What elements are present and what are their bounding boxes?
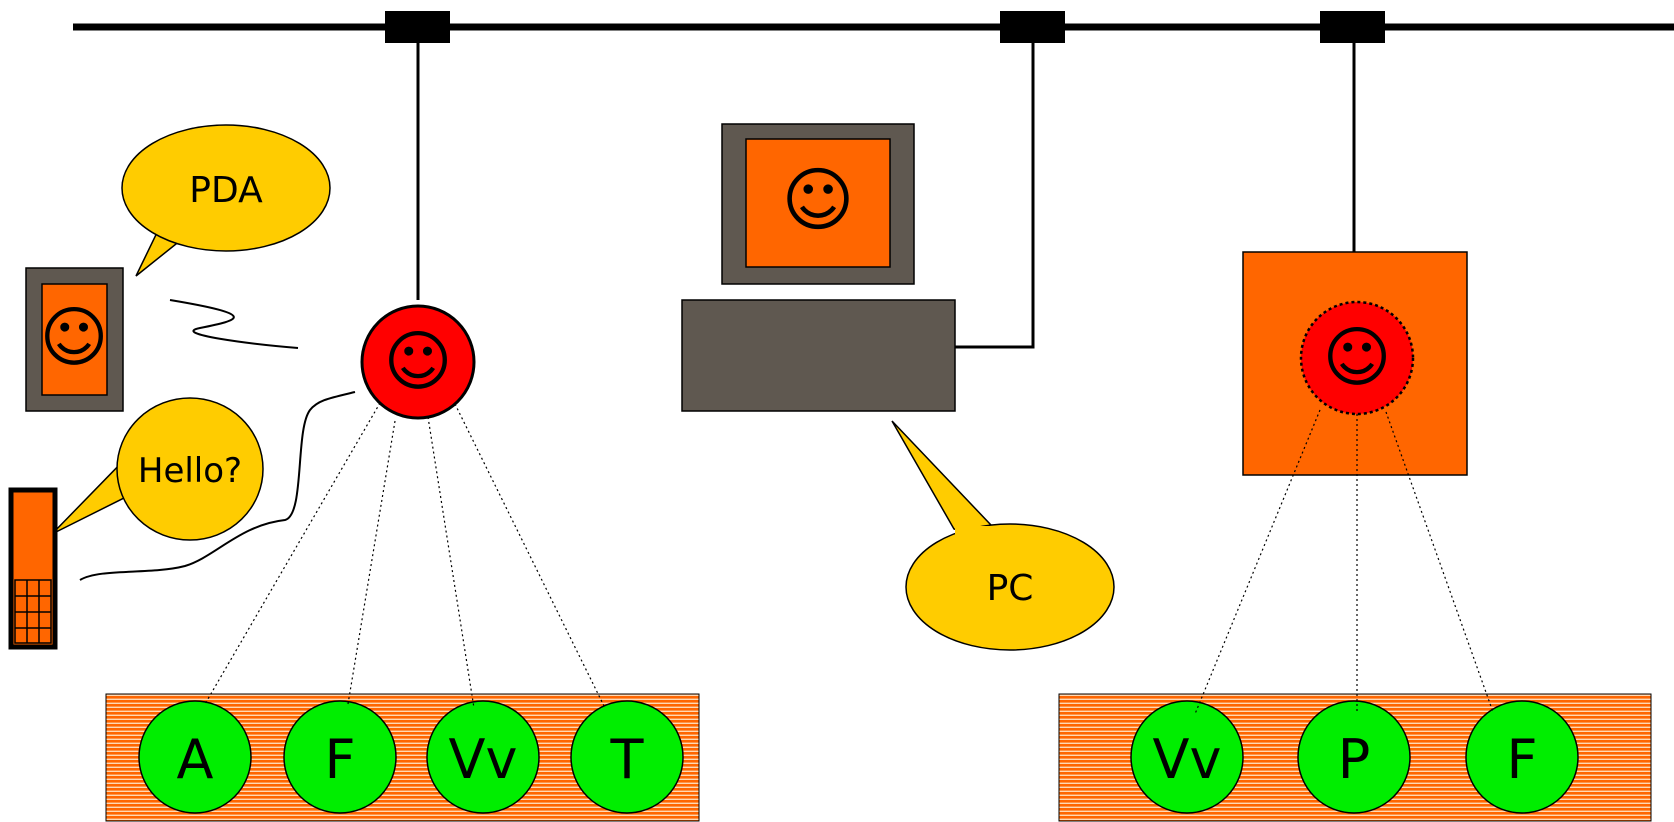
service-label: Vv [449,728,518,791]
service-label: A [177,728,214,791]
phone-callout: Hello? [51,397,264,541]
service-label: P [1338,728,1371,791]
smiley-icon: ☺ [40,299,109,376]
left-node: ☺ [360,304,476,420]
smiley-icon: ☺ [1323,319,1392,396]
right-service-bar: Vv P F [1058,693,1652,822]
service-label: F [1506,728,1537,791]
pda-callout: PDA [121,124,331,277]
pc-callout: PC [891,420,1115,651]
pda-device: ☺ [25,267,124,412]
left-service-links [204,402,606,709]
right-node: ☺ [1242,251,1468,476]
pc-device: ☺ [681,123,956,412]
smiley-icon: ☺ [782,159,855,241]
bus-connector-right [1320,11,1385,43]
phone-wireless-link [79,391,356,581]
pda-callout-label: PDA [189,170,263,211]
left-service-bar: A F Vv T [105,693,700,822]
service-label: F [324,728,355,791]
phone-callout-label: Hello? [138,451,242,491]
pc-callout-label: PC [987,568,1034,609]
bus-connector-left [385,11,450,43]
service-label: Vv [1153,728,1222,791]
bus-connector-middle [1000,11,1065,43]
right-service-links [1194,409,1494,715]
smiley-icon: ☺ [384,323,453,400]
phone-device [8,487,58,650]
drop-line-pc [955,43,1035,349]
pda-wireless-link [169,299,299,349]
service-label: T [610,728,645,791]
